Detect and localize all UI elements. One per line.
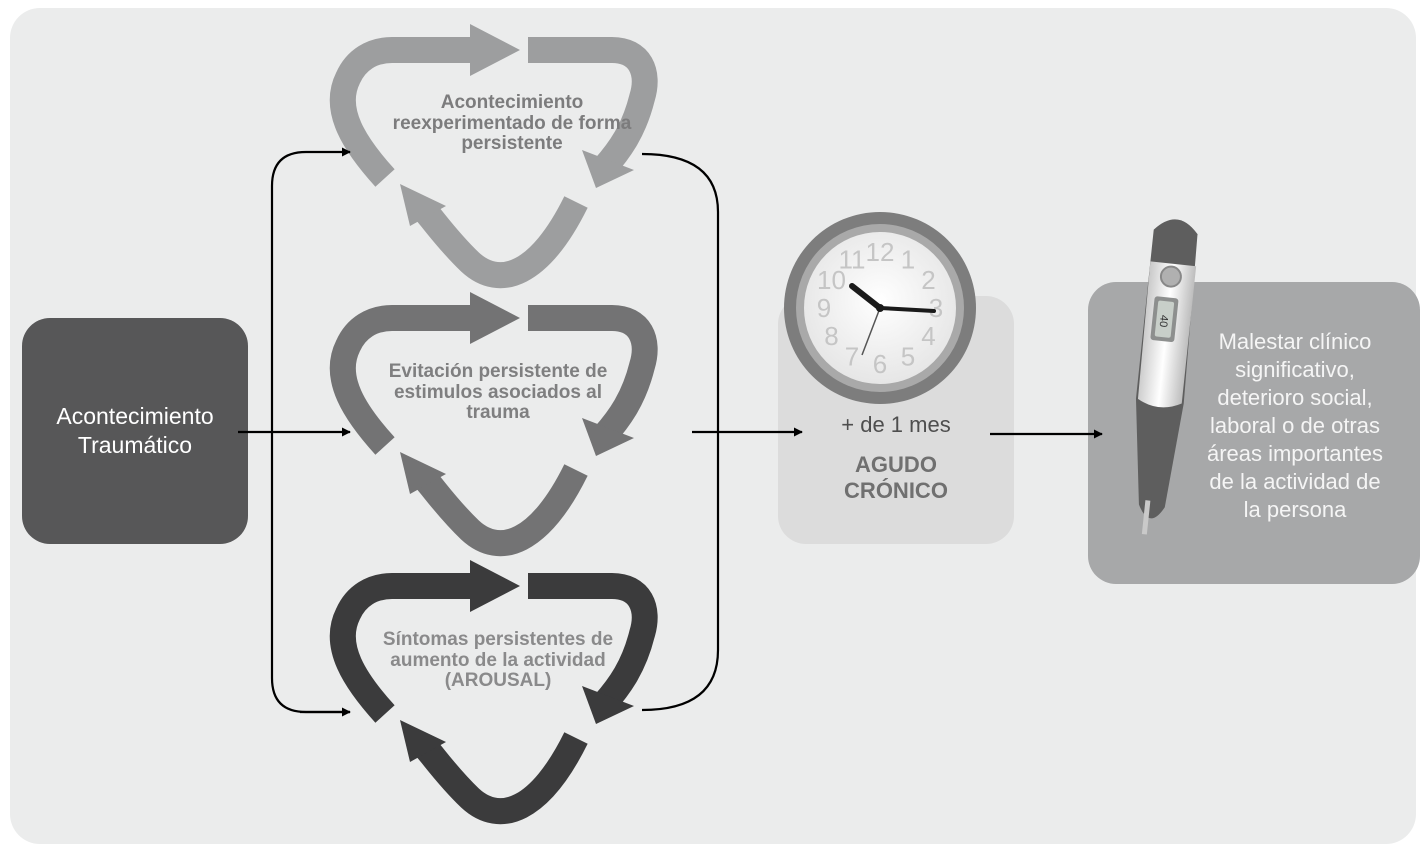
clock-numeral: 6: [873, 349, 887, 379]
cycle-arrow-bottom: [414, 732, 588, 825]
cycle-arrow-right: [528, 305, 658, 445]
cycle-arrow-left-top-head: [470, 24, 520, 76]
cycle-arrow-right: [528, 573, 658, 713]
clock-numeral: 1: [901, 245, 915, 275]
cycle-arrow-left-top-head: [470, 560, 520, 612]
outcome-line: de la actividad de: [1209, 468, 1381, 494]
source-label-line2: Traumático: [77, 432, 193, 458]
cycle-arrow-right-head: [582, 686, 634, 724]
cycle-arrow-right: [528, 37, 658, 177]
cycle-arrow-bottom-head: [400, 184, 446, 226]
clock-numeral: 12: [866, 237, 895, 267]
outcome-line: significativo,: [1235, 356, 1355, 382]
cycle-label-avoidance: Evitación persistente de estimulos asoci…: [388, 361, 608, 424]
clock-numeral: 8: [824, 321, 838, 351]
cycle-arrow-bottom-head: [400, 720, 446, 762]
cycle-label-reexperience: Acontecimiento reexperimentado de forma …: [392, 92, 632, 155]
thermometer-display: 40: [1157, 314, 1170, 327]
time-label: + de 1 mes: [841, 412, 951, 437]
outcome-line: Malestar clínico: [1218, 329, 1372, 354]
cycle-text-reexperience: Acontecimiento reexperimentado de forma …: [382, 92, 642, 155]
clock-numeral: 11: [839, 245, 866, 275]
arrow-left-bracket-top: [270, 147, 351, 432]
cycle-arrow-left-top-head: [470, 292, 520, 344]
cycle-arrow-right-head: [582, 150, 634, 188]
outcome-line: deterioro social,: [1217, 384, 1373, 410]
cycle-text-avoidance: Evitación persistente de estimulos asoci…: [368, 361, 628, 424]
cycle-arrow-bottom: [414, 196, 588, 289]
outcome-line: la persona: [1243, 496, 1347, 522]
clock-numeral: 3: [929, 293, 943, 323]
clock-numeral: 2: [921, 265, 935, 295]
clock-numeral: 5: [901, 342, 915, 372]
cycle-text-arousal: Síntomas persistentes de aumento de la a…: [368, 629, 628, 692]
cycle-arrow-reexperience: [329, 24, 658, 289]
thermometer-icon: 40: [1135, 219, 1198, 535]
cycle-arrow-left-top: [329, 305, 470, 455]
outcome-line: áreas importantes: [1206, 440, 1384, 466]
cycle-arrow-left-top: [329, 37, 470, 187]
acute-label: AGUDO: [855, 452, 937, 477]
cycle-arrow-arousal: [329, 560, 658, 825]
cycle-arrow-left-top: [329, 573, 470, 723]
outcome-line: laboral o de otras: [1210, 412, 1380, 438]
source-box: Acontecimiento Traumático: [22, 318, 248, 544]
clock-numeral: 9: [817, 293, 831, 323]
cycle-arrow-right-head: [582, 418, 634, 456]
cycle-arrow-avoidance: [329, 292, 658, 557]
chronic-label: CRÓNICO: [844, 478, 948, 504]
cycle-arrow-bottom-head: [400, 452, 446, 494]
acute-chronic-label: AGUDO CRÓNICO: [778, 452, 1014, 505]
clock-numeral: 7: [845, 342, 859, 372]
cycle-label-arousal: Síntomas persistentes de aumento de la a…: [382, 629, 614, 692]
cycle-arrow-bottom: [414, 464, 588, 557]
source-label-line1: Acontecimiento: [56, 403, 214, 430]
clock-numeral: 10: [817, 265, 846, 295]
clock-numeral: 4: [921, 321, 935, 351]
